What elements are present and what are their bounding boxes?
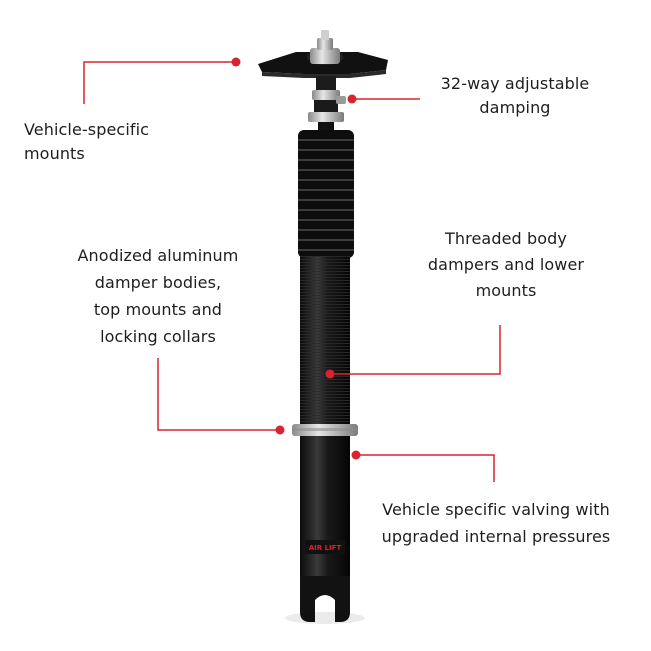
top-mount xyxy=(258,30,388,78)
callout-leaders xyxy=(83,61,501,482)
lower-body: AIR LIFT xyxy=(285,436,365,624)
dot-vehicle-specific-mounts xyxy=(231,57,241,67)
callout-dots xyxy=(231,57,361,460)
dust-boot xyxy=(298,130,354,258)
threaded-body xyxy=(300,256,350,424)
locking-collar xyxy=(292,424,358,436)
dot-anodized-aluminum xyxy=(275,425,285,435)
leader-vehicle-specific-mounts xyxy=(83,61,236,104)
leader-valving xyxy=(356,454,495,482)
callout-anodized-aluminum: Anodized aluminum damper bodies, top mou… xyxy=(77,246,239,346)
svg-text:AIR LIFT: AIR LIFT xyxy=(309,544,342,552)
callout-vehicle-specific-mounts: Vehicle-specific mounts xyxy=(24,120,150,163)
leader-anodized-aluminum xyxy=(157,358,280,431)
dot-valving xyxy=(351,450,361,460)
dot-threaded-body xyxy=(325,369,335,379)
callout-threaded-body: Threaded body dampers and lower mounts xyxy=(427,229,585,300)
air-lift-logo: AIR LIFT xyxy=(305,540,345,554)
dot-adjustable-damping xyxy=(347,94,357,104)
callout-valving: Vehicle specific valving with upgraded i… xyxy=(381,500,611,546)
callout-adjustable-damping: 32-way adjustable damping xyxy=(440,74,590,117)
damping-adjuster xyxy=(308,76,346,130)
leader-threaded-body xyxy=(330,325,501,375)
